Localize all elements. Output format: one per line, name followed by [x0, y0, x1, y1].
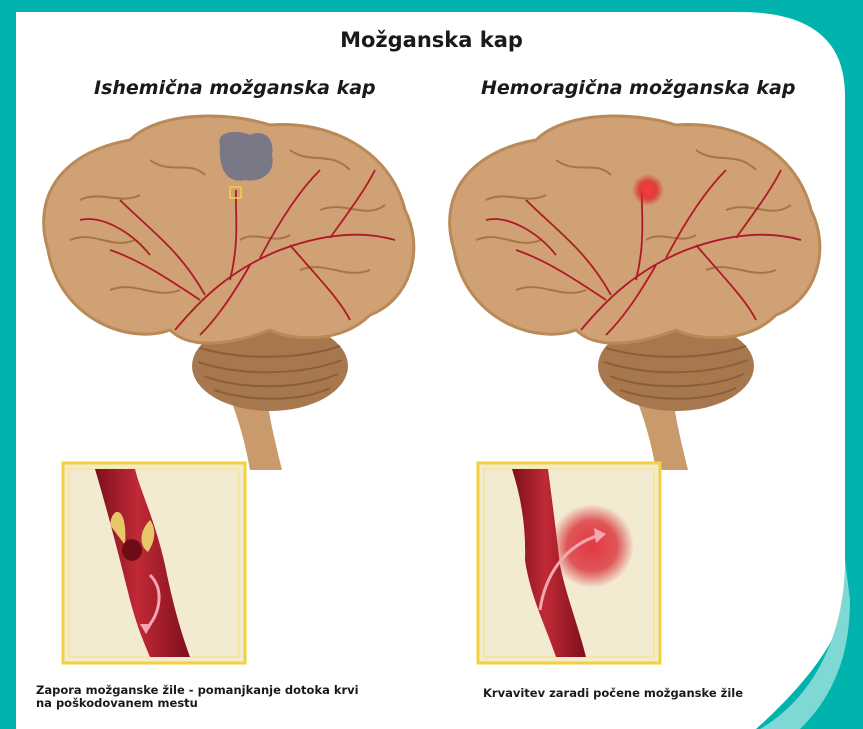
hemorrhage-spot [632, 174, 664, 206]
brain-right [450, 116, 820, 470]
inset-right [478, 463, 660, 663]
clot [122, 539, 142, 561]
caption-ischemic-line2: na poškodovanem mestu [36, 697, 359, 710]
heading-hemorrhagic: Hemoragična možganska kap [481, 77, 795, 99]
cerebrum-right [450, 116, 820, 343]
brain-left [44, 116, 414, 470]
ischemic-area [219, 132, 272, 181]
page-title: Možganska kap [0, 28, 863, 52]
heading-ischemic: Ishemična možganska kap [94, 77, 376, 99]
bleed-cloud [550, 504, 634, 588]
caption-hemorrhagic: Krvavitev zaradi počene možganske žile [483, 687, 743, 700]
inset-left [63, 463, 245, 663]
caption-ischemic: Zapora možganske žile - pomanjkanje doto… [36, 684, 359, 710]
